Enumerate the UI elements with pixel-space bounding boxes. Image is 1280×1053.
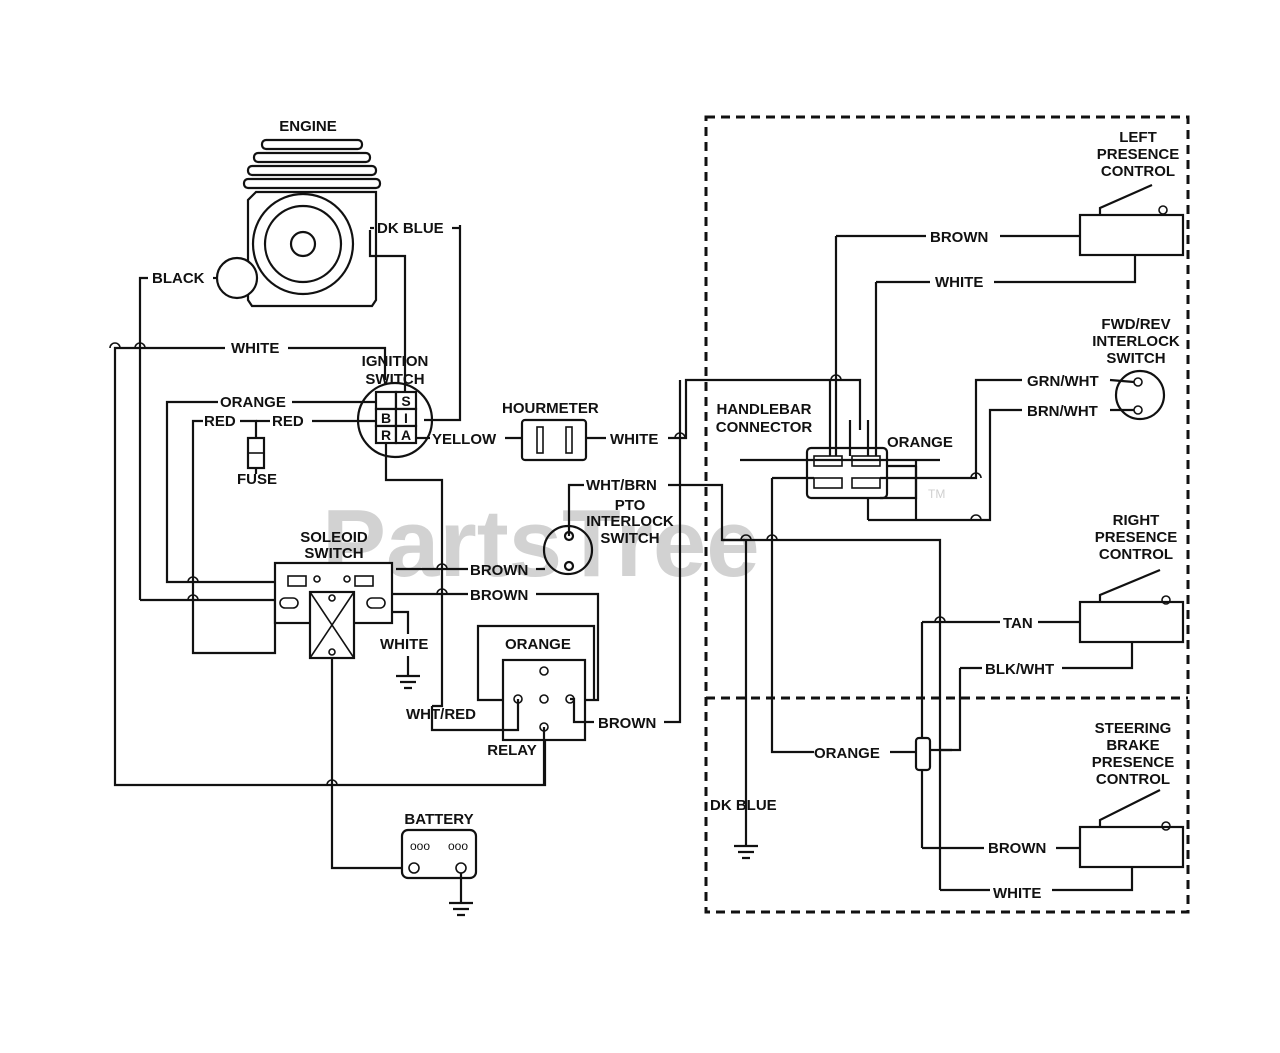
fwd-rev-interlock-switch <box>1114 369 1166 421</box>
fuse <box>246 436 266 470</box>
wire-label-white-hourmeter: WHITE <box>610 431 658 448</box>
solenoid-label-2: SWITCH <box>304 545 363 562</box>
wire-label-orange-relay: ORANGE <box>505 636 571 653</box>
battery-label: BATTERY <box>404 811 473 828</box>
ignition-pin-r: R <box>381 427 391 443</box>
right-pc-label-1: RIGHT <box>1113 512 1160 529</box>
steering-label-4: CONTROL <box>1096 771 1170 788</box>
wire-label-wht-red: WHT/RED <box>406 706 476 723</box>
steering-brake-presence-control <box>1078 789 1185 869</box>
hourmeter <box>520 418 588 462</box>
handlebar-enclosure <box>704 115 1190 914</box>
handlebar-label-2: CONNECTOR <box>716 419 813 436</box>
ignition-pin-a: A <box>401 427 411 443</box>
wire-label-brown-left-pc: BROWN <box>930 229 988 246</box>
wire-crossovers <box>109 342 982 786</box>
left-presence-control <box>1078 183 1185 257</box>
ignition-switch-label-1: IGNITION <box>362 353 429 370</box>
left-pc-label-2: PRESENCE <box>1097 146 1180 163</box>
watermark: PartsTree <box>322 490 760 597</box>
steering-label-2: BRAKE <box>1106 737 1159 754</box>
fwd-rev-label-3: SWITCH <box>1106 350 1165 367</box>
wire-label-brn-wht: BRN/WHT <box>1027 403 1098 420</box>
wire-label-orange-ignition: ORANGE <box>220 394 286 411</box>
wire-label-wht-brn: WHT/BRN <box>586 477 657 494</box>
wire-label-orange-handlebar: ORANGE <box>887 434 953 451</box>
wire-label-white-ground: WHITE <box>380 636 428 653</box>
wire-label-white-left-pc: WHITE <box>935 274 983 291</box>
wire-label-red-right: RED <box>272 413 304 430</box>
pto-label-3: SWITCH <box>600 530 659 547</box>
wire-label-grn-wht: GRN/WHT <box>1027 373 1099 390</box>
wire-label-dk-blue-ground: DK BLUE <box>710 797 777 814</box>
steering-connector <box>914 736 952 772</box>
pto-label-1: PTO <box>615 497 646 514</box>
wire-label-brown-pto: BROWN <box>470 562 528 579</box>
relay-label: RELAY <box>487 742 536 759</box>
wire-label-white-engine: WHITE <box>231 340 279 357</box>
wire-label-brown-solenoid: BROWN <box>470 587 528 604</box>
fwd-rev-label-2: INTERLOCK <box>1092 333 1180 350</box>
wire-label-tan: TAN <box>1003 615 1033 632</box>
wire-label-black: BLACK <box>152 270 205 287</box>
fwd-rev-label-1: FWD/REV <box>1101 316 1170 333</box>
right-pc-label-3: CONTROL <box>1099 546 1173 563</box>
wire-label-dk-blue: DK BLUE <box>377 220 444 237</box>
svg-text:ooo: ooo <box>448 839 468 853</box>
ignition-switch-label-2: SWITCH <box>365 371 424 388</box>
wire-label-yellow: YELLOW <box>432 431 497 448</box>
fuse-label: FUSE <box>237 471 277 488</box>
wire-label-blk-wht: BLK/WHT <box>985 661 1054 678</box>
steering-label-3: PRESENCE <box>1092 754 1175 771</box>
left-pc-label-3: CONTROL <box>1101 163 1175 180</box>
handlebar-label-1: HANDLEBAR <box>717 401 812 418</box>
ignition-pin-b: B <box>381 410 391 426</box>
solenoid-label-1: SOLEOID <box>300 529 368 546</box>
ignition-switch: S B I R A <box>356 381 434 459</box>
svg-text:ooo: ooo <box>410 839 430 853</box>
right-pc-label-2: PRESENCE <box>1095 529 1178 546</box>
engine-label: ENGINE <box>279 118 337 135</box>
left-pc-label-1: LEFT <box>1119 129 1157 146</box>
pto-label-2: INTERLOCK <box>586 513 674 530</box>
solenoid-switch <box>273 561 394 660</box>
right-presence-control <box>1078 568 1185 644</box>
battery: ooo ooo <box>400 828 478 880</box>
ignition-pin-s: S <box>401 393 410 409</box>
wire-label-orange-steering: ORANGE <box>814 745 880 762</box>
hourmeter-label: HOURMETER <box>502 400 599 417</box>
wire-label-red-left: RED <box>204 413 236 430</box>
wire-label-brown-relay: BROWN <box>598 715 656 732</box>
engine <box>215 138 382 308</box>
steering-label-1: STEERING <box>1095 720 1172 737</box>
wire-label-white-steering: WHITE <box>993 885 1041 902</box>
ignition-pin-i: I <box>404 410 408 426</box>
watermark-trademark: TM <box>928 487 945 501</box>
wire-label-brown-steering: BROWN <box>988 840 1046 857</box>
